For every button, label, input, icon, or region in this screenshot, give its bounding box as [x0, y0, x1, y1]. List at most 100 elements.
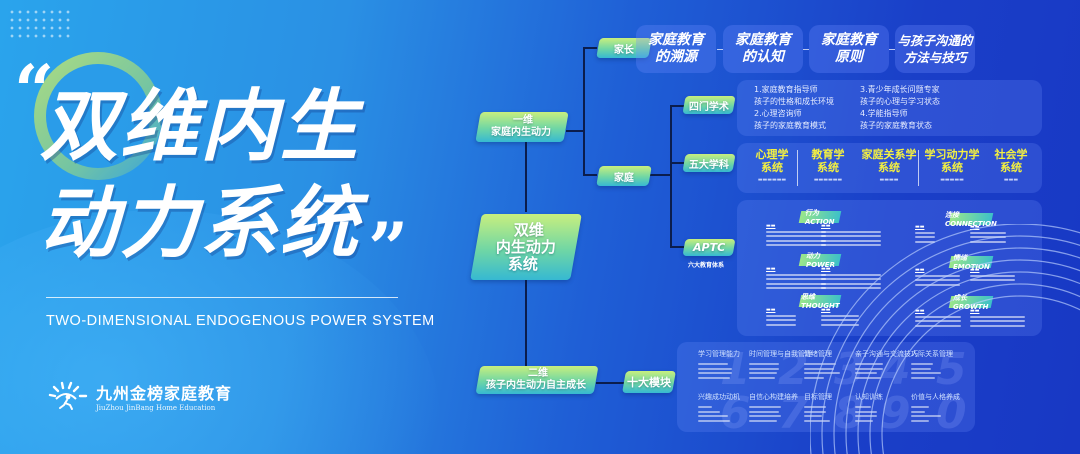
- aptc-tag-action[interactable]: 行为 ACTION: [798, 209, 842, 226]
- dimension-2-node[interactable]: 二维 孩子内生动力自主成长: [475, 366, 599, 394]
- discipline-desc: ▬▬▬▬▬▬: [813, 177, 843, 183]
- dash: [803, 49, 809, 50]
- card-line: 与孩子沟通的: [897, 33, 973, 48]
- card-line: 家庭教育: [821, 32, 877, 48]
- academic-item: 4.学能指导师: [860, 109, 908, 118]
- aptc-label: APTC: [692, 241, 726, 254]
- discipline-learning-dynamics[interactable]: 学习动力学 系统 ▬▬▬▬▬: [920, 148, 984, 184]
- dim1-sub: 家庭内生动力: [490, 127, 551, 138]
- aptc-block: ▬▬: [766, 307, 796, 328]
- aptc-block: ▬▬: [766, 266, 826, 291]
- root-node[interactable]: 双维 内生动力 系统: [470, 214, 582, 280]
- academic-item: 3.青少年成长问题专家: [860, 85, 940, 94]
- discipline-title: 学习动力学: [924, 148, 980, 161]
- five-disciplines-panel: [737, 143, 1042, 193]
- module-title: 目标管理: [804, 393, 832, 401]
- connector: [525, 280, 527, 374]
- five-disciplines-node[interactable]: 五大学科: [682, 154, 736, 172]
- module-item[interactable]: 目标管理: [804, 392, 874, 424]
- module-number: 2: [778, 344, 809, 395]
- aptc-node[interactable]: APTC: [682, 239, 736, 256]
- ten-modules-node[interactable]: 十大模块: [622, 371, 676, 393]
- academic-item: 2.心理咨询师: [754, 109, 802, 118]
- aptc-block: ▬▬: [970, 308, 1025, 329]
- dimension-1-node[interactable]: 一维 家庭内生动力: [475, 112, 569, 142]
- module-number: 6: [720, 388, 751, 439]
- connector: [670, 246, 684, 248]
- parent-card-3[interactable]: 家庭教育原则: [809, 25, 889, 73]
- module-title: 情绪管理: [804, 350, 832, 358]
- discipline-title: 社会学: [994, 148, 1028, 161]
- module-title: 学习管理能力: [698, 350, 740, 358]
- module-item[interactable]: 自信心构建培养: [749, 392, 819, 424]
- four-academics-node[interactable]: 四门学术: [682, 96, 736, 114]
- module-number: 0: [936, 388, 967, 439]
- module-item[interactable]: 兴趣成功动机: [698, 392, 768, 424]
- parent-label: 家长: [614, 44, 634, 56]
- module-item[interactable]: 时间管理与自我管理: [749, 349, 819, 381]
- family-node[interactable]: 家庭: [596, 166, 652, 186]
- academic-item: 1.家庭教育指导师: [754, 85, 818, 94]
- aptc-block: ▬▬: [821, 307, 859, 328]
- module-number: 7: [778, 388, 809, 439]
- connector: [583, 174, 597, 176]
- discipline-title: 教育学: [811, 148, 845, 161]
- connector: [670, 105, 672, 247]
- connector: [566, 130, 584, 132]
- module-item[interactable]: 情绪管理: [804, 349, 874, 381]
- module-item[interactable]: 认知训练: [855, 392, 925, 424]
- module-item[interactable]: 人际关系管理: [911, 349, 981, 381]
- aptc-block: ▬▬: [915, 224, 935, 245]
- discipline-title: 系统: [761, 161, 783, 174]
- five-disciplines-label: 五大学科: [689, 159, 729, 171]
- aptc-subtitle: 六大教育体系: [688, 262, 725, 269]
- separator: [797, 150, 798, 186]
- module-number: 9: [880, 388, 911, 439]
- close-quote-mark: ”: [368, 207, 409, 290]
- brand-logo: 九州金榜家庭教育 JiuZhou JinBang Home Education: [46, 380, 232, 412]
- academic-item: 孩子的性格和成长环境: [754, 97, 834, 106]
- connector: [670, 162, 684, 164]
- ten-modules-label: 十大模块: [627, 376, 671, 389]
- discipline-sociology[interactable]: 社会学 系统 ▬▬▬: [986, 148, 1036, 184]
- module-item[interactable]: 学习管理能力: [698, 349, 768, 381]
- module-title: 人际关系管理: [911, 350, 953, 358]
- discipline-family-relations[interactable]: 家庭关系学 系统 ▬▬▬▬: [856, 148, 922, 184]
- discipline-title: 系统: [1000, 161, 1022, 174]
- module-title: 认知训练: [855, 393, 883, 401]
- module-title: 时间管理与自我管理: [749, 350, 812, 358]
- dim2-sub: 孩子内生动力自主成长: [485, 380, 586, 391]
- connector: [525, 140, 527, 212]
- open-quote-mark: “: [14, 49, 55, 132]
- parent-card-1[interactable]: 家庭教育的溯源: [636, 25, 716, 73]
- card-line: 的溯源: [655, 49, 697, 65]
- discipline-desc: ▬▬▬: [1003, 177, 1019, 183]
- parent-card-4[interactable]: 与孩子沟通的方法与技巧: [895, 25, 975, 73]
- discipline-title: 系统: [941, 161, 963, 174]
- dim2-label: 二维: [528, 368, 549, 379]
- discipline-education[interactable]: 教育学 系统 ▬▬▬▬▬▬: [800, 148, 856, 184]
- aptc-block: ▬▬: [766, 223, 826, 248]
- parent-card-2[interactable]: 家庭教育的认知: [723, 25, 803, 73]
- academic-item: 孩子的家庭教育模式: [754, 121, 826, 130]
- discipline-desc: ▬▬▬▬▬: [940, 177, 964, 183]
- aptc-block: ▬▬: [970, 224, 1006, 245]
- discipline-desc: ▬▬▬▬: [879, 177, 899, 183]
- card-line: 家庭教育: [735, 32, 791, 48]
- hero-title-line-1: 双维内生: [40, 82, 361, 172]
- dim1-label: 一维: [513, 115, 534, 126]
- four-academics-label: 四门学术: [689, 101, 729, 113]
- module-item[interactable]: 价值与人格养成: [911, 392, 981, 424]
- module-title: 自信心构建培养: [749, 393, 798, 401]
- discipline-psychology[interactable]: 心理学 系统 ▬▬▬▬▬▬: [744, 148, 800, 184]
- separator: [918, 150, 919, 186]
- divider: [46, 297, 398, 298]
- aptc-block: ▬▬: [821, 223, 881, 248]
- decorative-ring: [34, 52, 162, 180]
- card-line: 的认知: [742, 49, 784, 65]
- connector: [583, 47, 597, 49]
- discipline-title: 系统: [817, 161, 839, 174]
- discipline-desc: ▬▬▬▬▬▬: [757, 177, 787, 183]
- hero-title-line-2: 动力系统: [40, 179, 361, 269]
- academic-item: 孩子的心理与学习状态: [860, 97, 940, 106]
